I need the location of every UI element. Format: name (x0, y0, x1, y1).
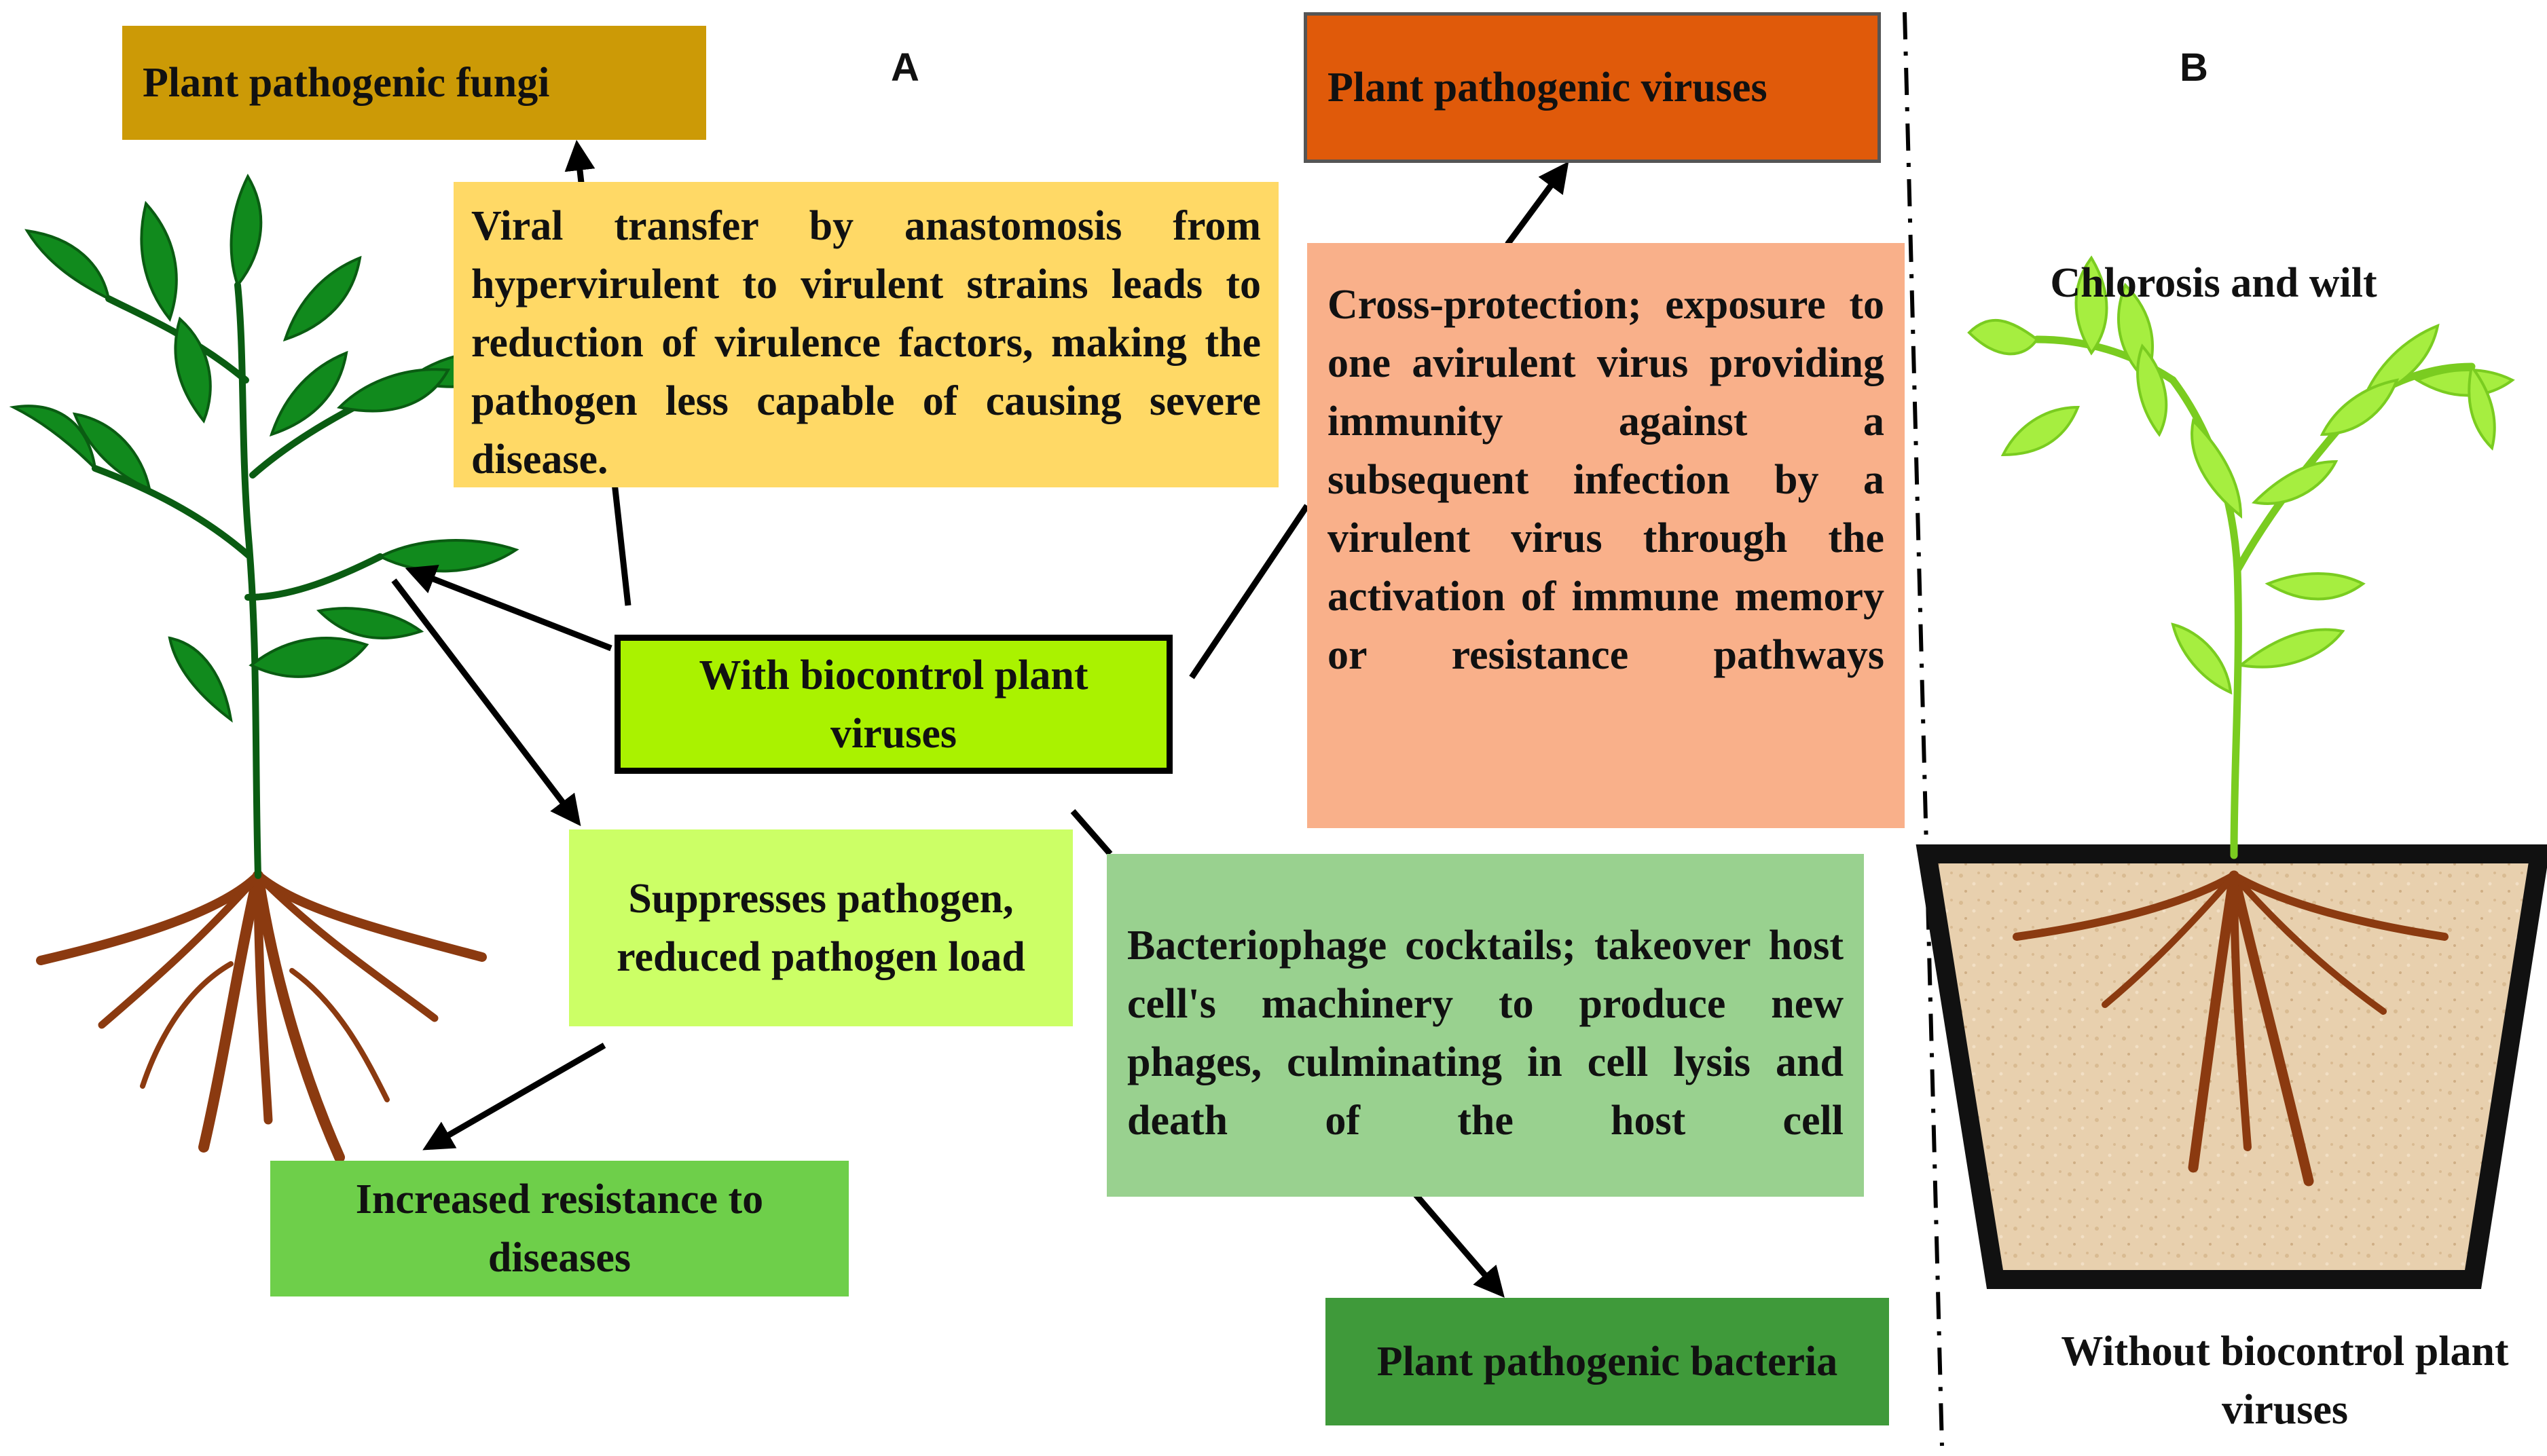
arrow-suppresses-to-resistance (422, 1043, 606, 1151)
box-with-biocontrol-plant-viruses: With biocontrol plant viruses (615, 635, 1173, 774)
box-plant-pathogenic-viruses: Plant pathogenic viruses (1304, 12, 1881, 163)
box-bacteriophage: Bacteriophage cocktails; takeover host c… (1107, 854, 1864, 1197)
box-suppresses-pathogen: Suppresses pathogen, reduced pathogen lo… (569, 829, 1073, 1026)
box-plant-pathogenic-fungi: Plant pathogenic fungi (122, 26, 706, 140)
panel-label-a: A (891, 45, 919, 90)
label-without-biocontrol: Without biocontrol plant viruses (2061, 1328, 2509, 1433)
box-anastomosis: Viral transfer by anastomosis from hyper… (454, 182, 1279, 487)
arrow-center-to-plant (405, 565, 612, 652)
arrow-to-bacteria (1413, 1193, 1505, 1298)
box-cross-protection: Cross-protection; exposure to one avirul… (1307, 243, 1905, 828)
panel-label-b: B (2180, 45, 2208, 90)
healthy-plant-icon (9, 173, 532, 1163)
connector-center-to-bacteriophage (1070, 809, 1113, 856)
wilted-potted-plant-icon (1916, 255, 2547, 1289)
box-increased-resistance: Increased resistance to diseases (270, 1161, 849, 1296)
arrow-plant-to-suppresses (391, 578, 581, 827)
arrow-to-viruses (1505, 161, 1569, 246)
box-plant-pathogenic-bacteria: Plant pathogenic bacteria (1325, 1298, 1889, 1425)
connector-center-to-cross-protection (1189, 504, 1310, 679)
label-chlorosis-and-wilt: Chlorosis and wilt (2050, 260, 2377, 306)
panel-divider (1903, 12, 1944, 1446)
